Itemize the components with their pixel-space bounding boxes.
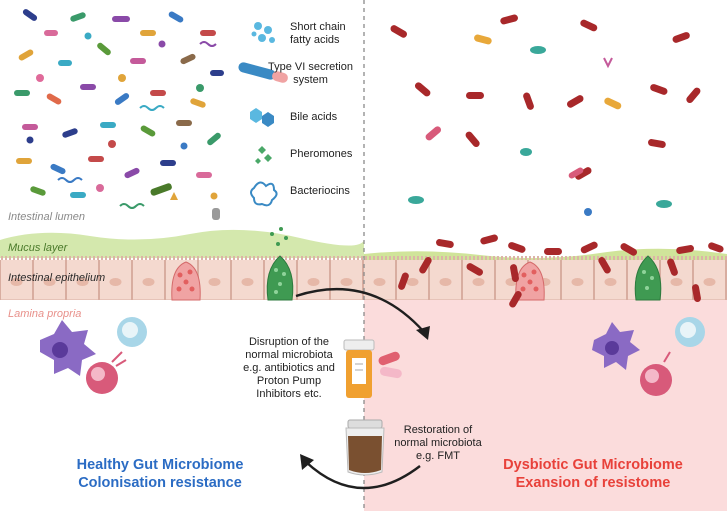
scfa-icon	[251, 22, 275, 43]
goblet-cell-left	[266, 227, 294, 301]
bacteriocins-icon	[250, 181, 278, 207]
t6ss-label: Type VI secretion system	[268, 61, 353, 86]
bile-acids-icon	[250, 108, 274, 127]
healthy-title-line1: Healthy Gut Microbiome	[76, 457, 244, 473]
restoration-arrow	[305, 461, 421, 490]
epithelium-label: Intestinal epithelium	[8, 272, 106, 284]
disruption-text: Disruption of the normal microbiota e.g.…	[243, 336, 335, 400]
bile-acids-label: Bile acids	[290, 111, 338, 123]
fmt-jar-icon	[345, 419, 385, 476]
healthy-title-line2: Colonisation resistance	[78, 475, 242, 491]
pheromones-icon	[255, 146, 272, 164]
lumen-label: Intestinal lumen	[8, 211, 86, 223]
dendritic-cell-right	[592, 322, 640, 370]
healthy-title: Healthy Gut Microbiome Colonisation resi…	[50, 456, 270, 492]
lymphocyte-left	[117, 317, 147, 347]
paneth-cell-right	[515, 261, 545, 301]
commensal-bacteria	[14, 9, 224, 220]
lymphocyte-right	[675, 317, 705, 347]
restoration-text: Restoration of normal microbiota e.g. FM…	[394, 424, 482, 462]
antibiotic-bottle-icon	[343, 339, 375, 398]
plasma-cell-right	[640, 351, 672, 396]
pathogenic-bacteria	[390, 14, 724, 308]
scfa-label: Short chain fatty acids	[290, 21, 346, 46]
pill-icon	[378, 351, 402, 379]
bacteriocins-label: Bacteriocins	[290, 185, 350, 197]
dysbiotic-title-line2: Exansion of resistome	[515, 475, 671, 491]
dysbiotic-title-line1: Dysbiotic Gut Microbiome	[503, 457, 683, 473]
pheromones-label: Pheromones	[290, 148, 353, 160]
dysbiotic-title: Dysbiotic Gut Microbiome Exansion of res…	[478, 456, 708, 492]
goblet-cell-right	[634, 255, 662, 301]
plasma-cell-left	[86, 351, 127, 394]
mucus-label: Mucus layer	[8, 242, 68, 254]
disruption-arrow	[295, 287, 425, 333]
t6ss-icon	[238, 62, 288, 83]
mucus-layer	[0, 229, 364, 258]
remaining-commensals	[408, 34, 672, 216]
paneth-cell-left	[171, 261, 201, 301]
dendritic-cell-left	[40, 320, 96, 376]
lamina-label: Lamina propria	[8, 308, 82, 320]
